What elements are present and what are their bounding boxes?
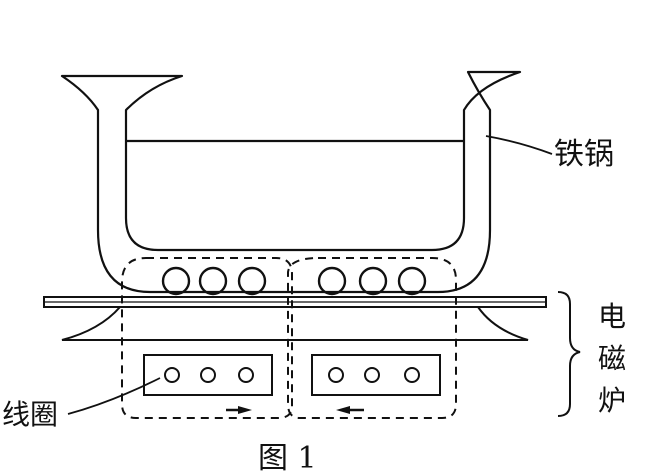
coil-boxes [143,354,441,396]
pot-loop-6 [397,266,427,296]
coil-turn-2 [200,367,216,383]
coil-label: 线圈 [2,398,58,431]
figure-caption: 图 1 [258,441,317,476]
coil-turn-5 [364,367,380,383]
stove-housing [61,306,529,341]
magnetic-field-loops [121,257,457,419]
coil-box-right [311,354,441,396]
pot-eddy-current-loops [161,266,427,296]
stove-label-char-1: 电 [598,300,626,333]
stove-brace [557,291,581,417]
pot-loop-4 [317,266,347,296]
stove-label-char-3: 炉 [598,384,626,417]
coil-turn-4 [328,367,344,383]
pot-loop-5 [358,266,388,296]
stove-label-char-2: 磁 [598,342,626,375]
pot-loop-2 [198,266,228,296]
field-loop-right [287,257,457,419]
pot-label: 铁锅 [554,137,614,172]
current-direction-arrows [226,406,364,414]
coil-turn-6 [404,367,420,383]
arrow-left-icon [336,406,350,414]
pot-wall [60,70,522,294]
coil-box-left [143,354,273,396]
pot-loop-3 [237,266,267,296]
cooktop-plate [43,296,547,341]
coil-turn-3 [238,367,254,383]
iron-pot [60,70,522,294]
arrow-right-icon [238,406,252,414]
coil-turn-1 [164,367,180,383]
field-loop-left [121,257,293,419]
pot-loop-1 [161,266,191,296]
pot-leader-line [485,135,553,155]
coil-leader-line [67,377,161,415]
